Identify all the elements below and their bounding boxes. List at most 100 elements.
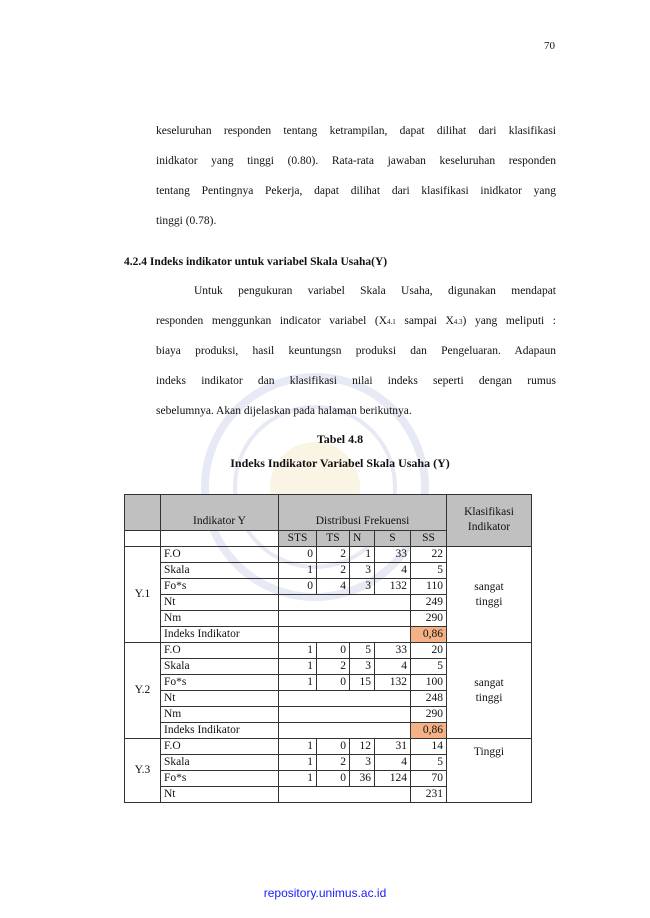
row-label: F.O <box>160 738 279 755</box>
row-label: Indeks Indikator <box>160 722 279 739</box>
row-label: Nt <box>160 690 279 707</box>
cell-value: 3 <box>349 658 375 675</box>
cell-value: 36 <box>349 770 375 787</box>
classification-line: sangat <box>474 580 504 593</box>
header-distribusi: Distribusi Frekuensi <box>278 494 447 531</box>
classification-line: tinggi <box>475 691 503 704</box>
cell-value: 0 <box>316 738 350 755</box>
cell-value: 31 <box>374 738 411 755</box>
cell-value: 2 <box>316 754 350 771</box>
cell-empty <box>278 706 411 723</box>
cell-value: 1 <box>278 642 317 659</box>
paragraph-1: keseluruhan responden tentang ketrampila… <box>156 116 556 236</box>
cell-value: 5 <box>410 754 447 771</box>
text-fragment: ) yang meliputi : <box>462 315 556 327</box>
cell-value: 1 <box>278 770 317 787</box>
section-heading: 4.2.4 Indeks indikator untuk variabel Sk… <box>124 256 388 268</box>
group-label: Y.1 <box>124 546 161 643</box>
table-row: Indeks Indikator 0,86 <box>125 722 532 739</box>
cell-value: 132 <box>374 578 411 595</box>
cell-value: 248 <box>410 690 447 707</box>
paragraph-line: biaya produksi, hasil keuntungsn produks… <box>156 345 556 357</box>
group-label: Y.2 <box>124 642 161 739</box>
index-value: 0,86 <box>410 626 447 643</box>
cell-value: 1 <box>278 674 317 691</box>
paragraph-line: indeks indikator dan klasifikasi nilai i… <box>156 375 556 387</box>
cell-empty <box>278 786 411 803</box>
group-label: Y.3 <box>124 738 161 803</box>
indicator-table: Indikator Y Distribusi Frekuensi Klasifi… <box>124 494 532 803</box>
cell-value: 0 <box>278 546 317 563</box>
cell-value: 2 <box>316 546 350 563</box>
header-klasifikasi-line: Indikator <box>467 521 511 533</box>
row-label: F.O <box>160 546 279 563</box>
cell-value: 4 <box>316 578 350 595</box>
header-blank <box>124 530 161 547</box>
paragraph-line: tentang Pentingnya Pekerja, dapat diliha… <box>156 185 556 197</box>
paragraph-line: keseluruhan responden tentang ketrampila… <box>156 125 556 137</box>
cell-empty <box>278 626 411 643</box>
cell-value: 22 <box>410 546 447 563</box>
cell-value: 290 <box>410 706 447 723</box>
paragraph-2: Untuk pengukuran variabel Skala Usaha, d… <box>156 276 556 426</box>
paragraph-line: inidkator yang tinggi (0.80). Rata-rata … <box>156 155 556 167</box>
row-label: Indeks Indikator <box>160 626 279 643</box>
row-label: Skala <box>160 562 279 579</box>
cell-empty <box>278 690 411 707</box>
cell-value: 4 <box>374 754 411 771</box>
cell-value: 231 <box>410 786 447 803</box>
paragraph-line: sebelumnya. Akan dijelaskan pada halaman… <box>156 405 412 417</box>
subscript: 4.3 <box>453 318 463 326</box>
header-blank <box>124 494 161 531</box>
page-number: 70 <box>544 40 555 52</box>
cell-value: 132 <box>374 674 411 691</box>
table-row: Nm 290 <box>125 706 532 723</box>
header-blank <box>160 530 279 547</box>
paragraph-line-variables: responden menggunkan indicator variabel … <box>156 306 556 336</box>
cell-value: 1 <box>278 738 317 755</box>
cell-empty <box>278 594 411 611</box>
cell-value: 15 <box>349 674 375 691</box>
cell-value: 2 <box>316 658 350 675</box>
table-caption: Tabel 4.8 <box>316 432 364 446</box>
classification-line: tinggi <box>475 595 503 608</box>
header-col-n: N <box>349 530 375 547</box>
row-label: Nm <box>160 706 279 723</box>
index-value: 0,86 <box>410 722 447 739</box>
cell-value: 20 <box>410 642 447 659</box>
table-row: Indeks Indikator 0,86 <box>125 626 532 643</box>
classification-line: Tinggi <box>473 746 505 758</box>
cell-value: 3 <box>349 562 375 579</box>
header-col-sts: STS <box>278 530 317 547</box>
repository-link[interactable]: repository.unimus.ac.id <box>263 886 387 900</box>
paragraph-line: tinggi (0.78). <box>156 215 217 227</box>
cell-value: 1 <box>278 562 317 579</box>
classification-cell: Tinggi <box>446 738 532 803</box>
cell-value: 1 <box>278 754 317 771</box>
row-label: Skala <box>160 754 279 771</box>
row-label: Skala <box>160 658 279 675</box>
classification-cell: sangat tinggi <box>446 546 532 643</box>
text-fragment: responden menggunkan indicator variabel … <box>156 315 388 327</box>
header-col-ss: SS <box>410 530 447 547</box>
cell-value: 124 <box>374 770 411 787</box>
cell-value: 290 <box>410 610 447 627</box>
cell-value: 12 <box>349 738 375 755</box>
cell-value: 1 <box>349 546 375 563</box>
cell-value: 0 <box>316 642 350 659</box>
header-col-ts: TS <box>316 530 350 547</box>
cell-value: 1 <box>278 658 317 675</box>
cell-value: 0 <box>316 770 350 787</box>
cell-value: 110 <box>410 578 447 595</box>
header-col-s: S <box>374 530 411 547</box>
cell-empty <box>278 722 411 739</box>
row-label: Fo*s <box>160 674 279 691</box>
